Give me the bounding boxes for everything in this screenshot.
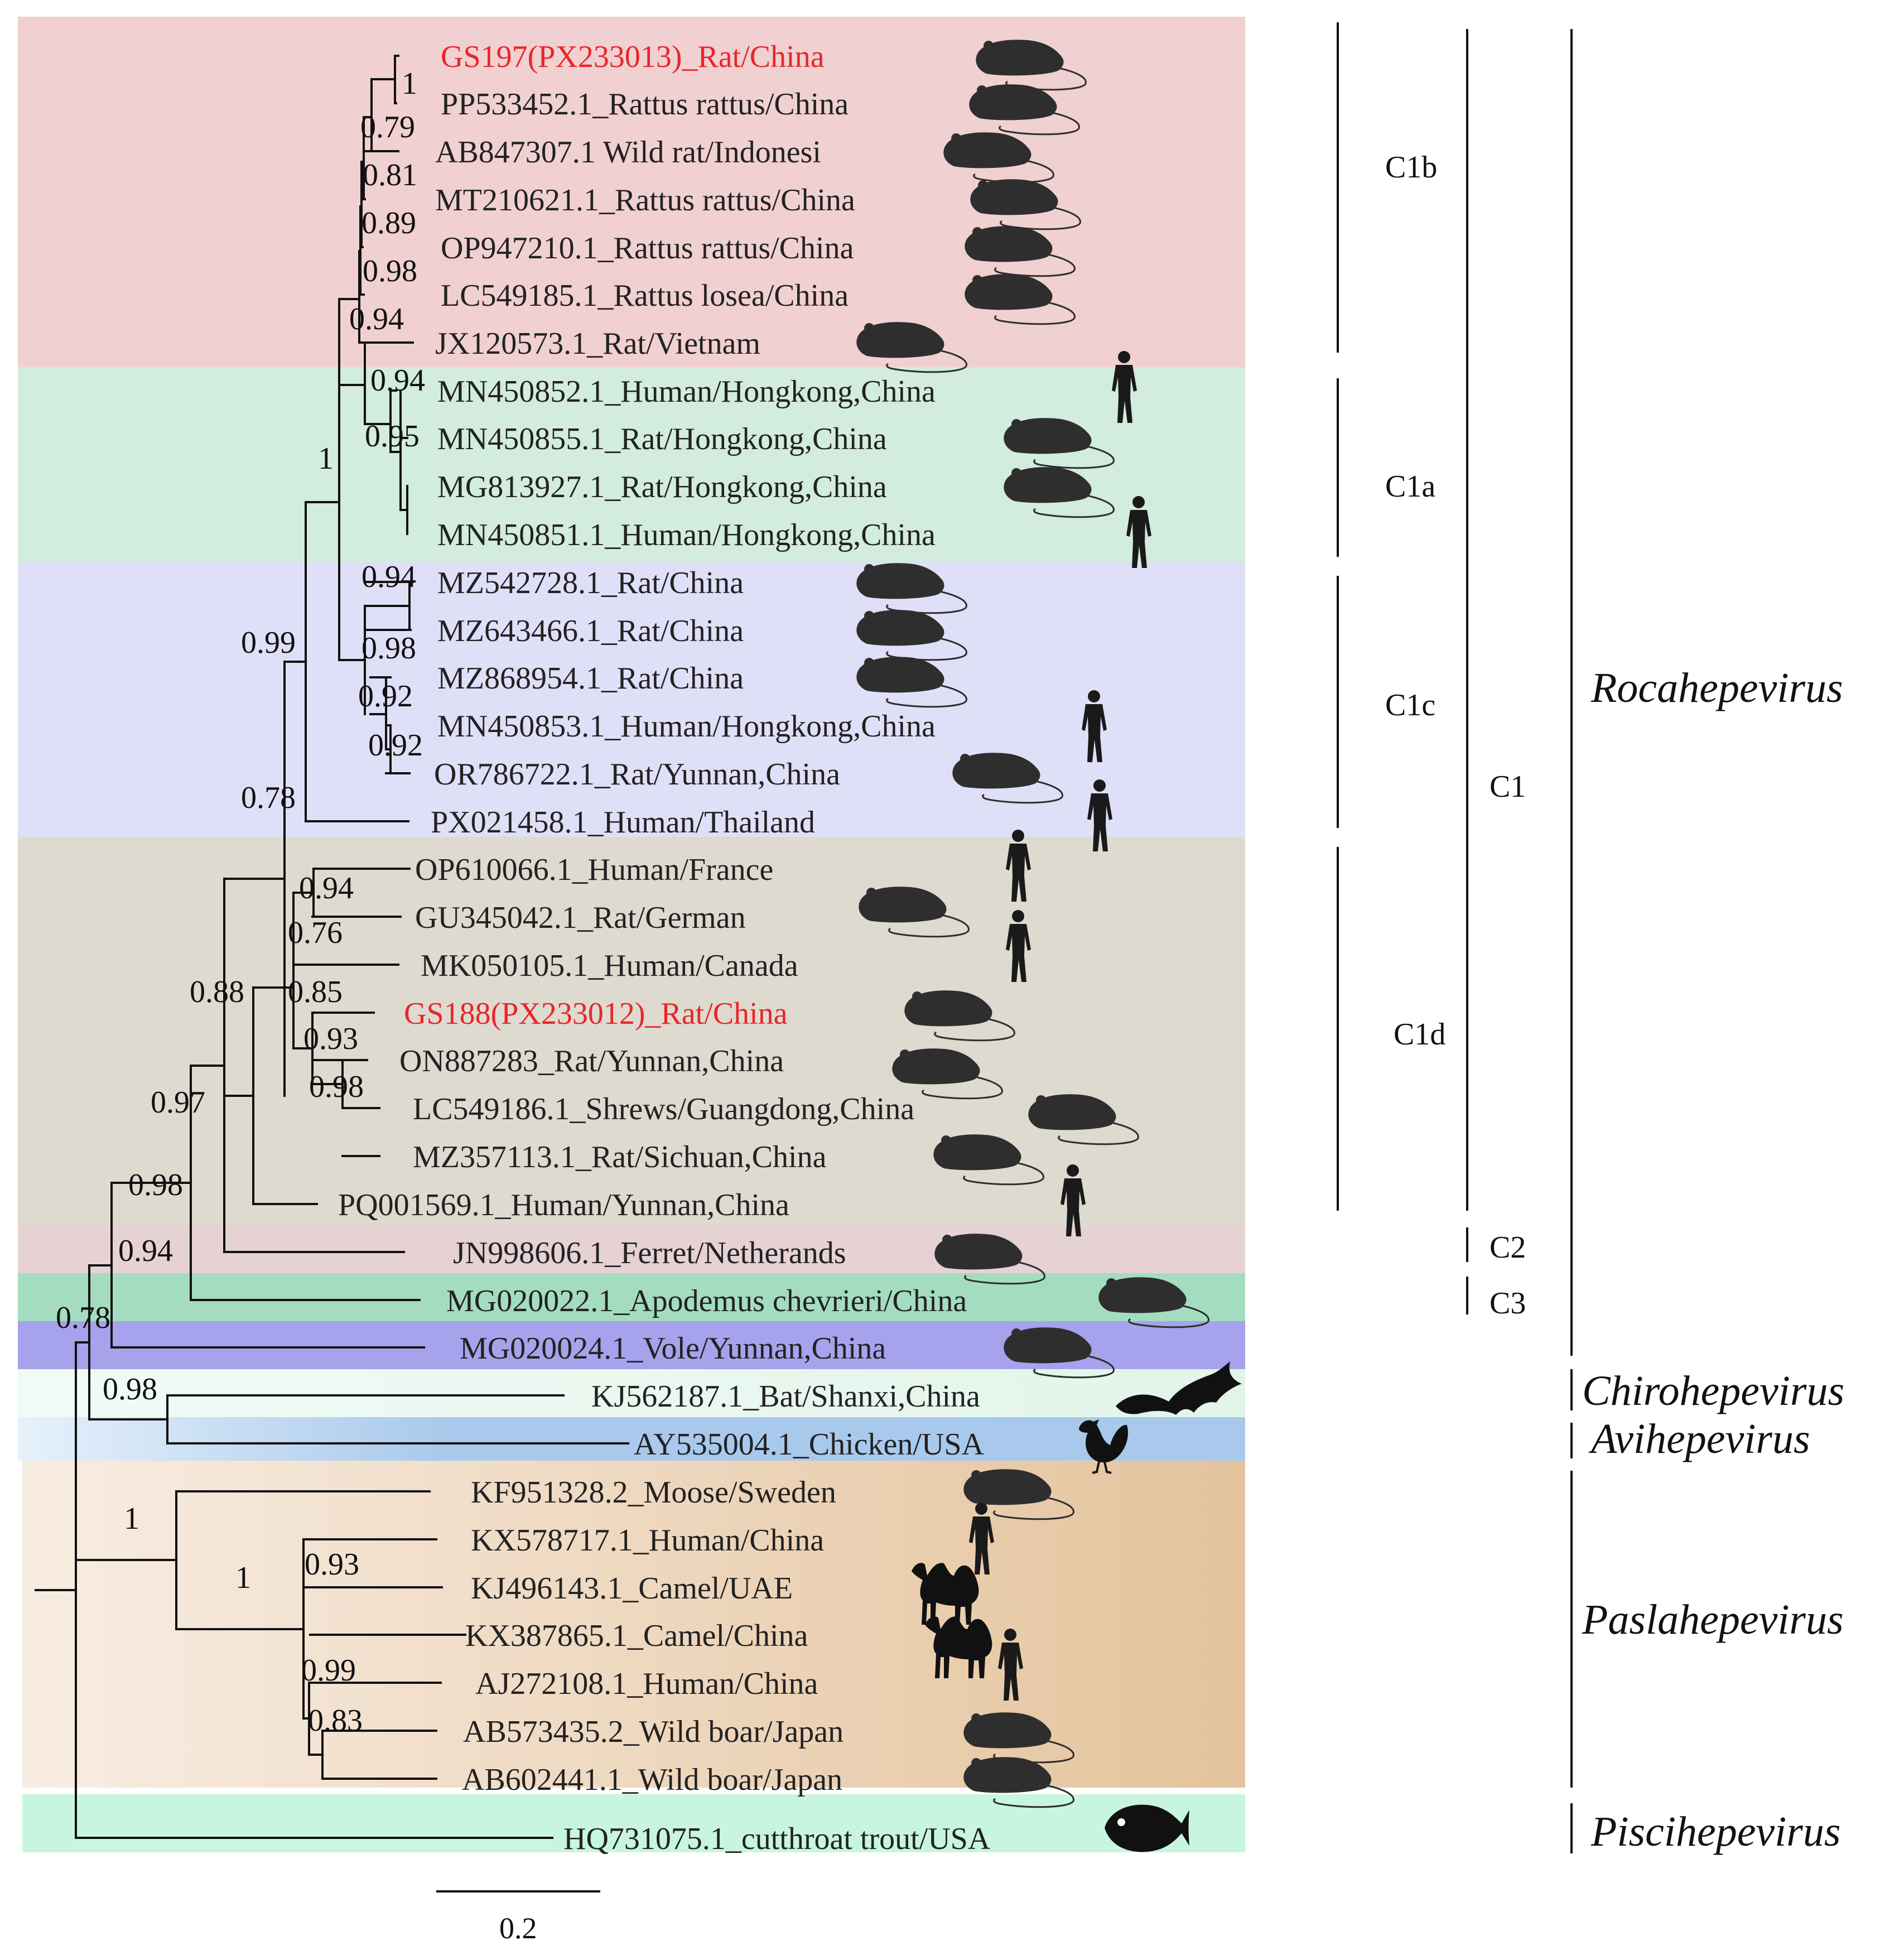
tip-label: MG020022.1_Apodemus chevrieri/China — [446, 1284, 967, 1318]
support-value: 0.98 — [361, 631, 416, 666]
support-value: 0.83 — [308, 1703, 363, 1738]
genus-label-chirohepevirus: Chirohepevirus — [1582, 1367, 1844, 1414]
support-value: 0.79 — [360, 110, 415, 145]
support-values: 1 0.79 0.81 0.89 0.98 0.94 0.94 0.95 1 0.94 0.98 0.… — [56, 66, 425, 1738]
clade-label-c2: C2 — [1490, 1230, 1526, 1265]
support-value: 0.93 — [305, 1547, 359, 1582]
support-value: 0.76 — [288, 916, 343, 950]
tip-label: GS197(PX233013)_Rat/China — [441, 40, 825, 74]
support-value: 0.93 — [303, 1022, 358, 1056]
tip-label: ON887283_Rat/Yunnan,China — [399, 1044, 784, 1078]
tip-label: MZ357113.1_Rat/Sichuan,China — [413, 1140, 827, 1174]
support-value: 0.94 — [299, 871, 354, 906]
support-value: 0.98 — [309, 1070, 364, 1104]
tip-label: MN450852.1_Human/Hongkong,China — [437, 374, 936, 409]
support-value: 0.94 — [349, 302, 404, 336]
tip-label: GU345042.1_Rat/German — [415, 901, 746, 935]
tip-label: LC549186.1_Shrews/Guangdong,China — [413, 1092, 914, 1126]
support-value: 0.81 — [363, 158, 417, 192]
clade-label-c3: C3 — [1490, 1286, 1526, 1321]
tip-label: JX120573.1_Rat/Vietnam — [435, 326, 760, 361]
support-value: 0.99 — [301, 1653, 356, 1688]
tip-label: MN450853.1_Human/Hongkong,China — [437, 709, 936, 744]
tip-label: HQ731075.1_cutthroat trout/USA — [563, 1822, 991, 1856]
support-value: 0.95 — [365, 419, 420, 454]
support-value: 0.98 — [128, 1168, 183, 1202]
support-value: 0.78 — [241, 781, 296, 815]
support-value: 0.94 — [118, 1234, 173, 1268]
genus-label-piscihepevirus: Piscihepevirus — [1590, 1808, 1840, 1855]
tip-label: MK050105.1_Human/Canada — [421, 948, 798, 983]
genus-label-paslahepevirus: Paslahepevirus — [1582, 1596, 1844, 1643]
tip-label: KX387865.1_Camel/China — [465, 1619, 808, 1653]
support-value: 0.78 — [56, 1301, 110, 1335]
tip-label: KJ496143.1_Camel/UAE — [471, 1571, 793, 1606]
tip-label: PQ001569.1_Human/Yunnan,China — [338, 1188, 789, 1222]
tip-label: PP533452.1_Rattus rattus/China — [441, 87, 849, 122]
scale-bar-label: 0.2 — [499, 1911, 537, 1945]
tip-label: PX021458.1_Human/Thailand — [431, 805, 815, 840]
tip-label: AB602441.1_Wild boar/Japan — [462, 1763, 842, 1797]
support-value: 0.94 — [370, 363, 425, 398]
clade-label-c1d: C1d — [1394, 1017, 1445, 1052]
support-value: 0.99 — [241, 625, 296, 660]
support-value: 1 — [124, 1501, 139, 1536]
tip-label: AY535004.1_Chicken/USA — [634, 1427, 985, 1462]
tip-label: MN450851.1_Human/Hongkong,China — [437, 518, 936, 552]
band-c1d — [18, 837, 1245, 1226]
tip-label: GS188(PX233012)_Rat/China — [404, 996, 788, 1031]
genus-labels: Rocahepevirus Chirohepevirus Avihepeviru… — [1582, 664, 1844, 1855]
tip-label: MZ542728.1_Rat/China — [437, 566, 744, 600]
band-chirohepevirus — [18, 1369, 1245, 1417]
band-c2 — [18, 1226, 1245, 1273]
support-value: 0.92 — [358, 679, 413, 714]
support-value: 1 — [235, 1561, 251, 1595]
support-value: 0.98 — [103, 1372, 157, 1407]
tip-label: MN450855.1_Rat/Hongkong,China — [437, 422, 887, 456]
tip-label: JN998606.1_Ferret/Netherands — [453, 1236, 846, 1270]
support-value: 0.92 — [368, 728, 423, 763]
clade-label-c1a: C1a — [1385, 469, 1435, 504]
tip-label: MG813927.1_Rat/Hongkong,China — [437, 470, 887, 504]
clade-labels: C1b C1a C1c C1d C1 C2 C3 — [1385, 150, 1526, 1321]
support-value: 0.98 — [363, 254, 417, 288]
tip-label: MZ868954.1_Rat/China — [437, 661, 744, 696]
clade-background-bands — [18, 17, 1245, 1852]
support-value: 0.89 — [361, 206, 416, 240]
tip-label: AB847307.1 Wild rat/Indonesi — [435, 135, 821, 170]
clade-brackets — [1337, 22, 1573, 1853]
tip-label: MZ643466.1_Rat/China — [437, 614, 744, 648]
clade-label-c1: C1 — [1490, 769, 1526, 804]
tip-label: KF951328.2_Moose/Sweden — [471, 1475, 836, 1510]
tip-label: AJ272108.1_Human/China — [475, 1667, 818, 1701]
genus-label-rocahepevirus: Rocahepevirus — [1590, 664, 1843, 711]
support-value: 0.88 — [190, 975, 244, 1009]
tip-label: KX578717.1_Human/China — [471, 1523, 824, 1558]
genus-label-avihepevirus: Avihepevirus — [1588, 1415, 1810, 1462]
tip-labels: GS197(PX233013)_Rat/ChinaPP533452.1_Ratt… — [338, 40, 991, 1856]
clade-label-c1b: C1b — [1385, 150, 1437, 185]
tip-label: OR786722.1_Rat/Yunnan,China — [434, 757, 840, 792]
band-piscihepevirus — [22, 1794, 1245, 1852]
tip-label: OP610066.1_Human/France — [415, 853, 773, 887]
support-value: 0.85 — [288, 975, 343, 1009]
band-c1c — [18, 562, 1245, 837]
tip-label: MG020024.1_Vole/Yunnan,China — [460, 1331, 886, 1366]
scale-bar: 0.2 — [436, 1890, 600, 1945]
support-value: 0.97 — [151, 1085, 205, 1120]
tip-label: MT210621.1_Rattus rattus/China — [435, 183, 855, 218]
tip-label: OP947210.1_Rattus rattus/China — [441, 231, 854, 266]
tip-label: LC549185.1_Rattus losea/China — [441, 278, 849, 313]
tip-label: AB573435.2_Wild boar/Japan — [463, 1715, 843, 1749]
clade-label-c1c: C1c — [1385, 688, 1435, 723]
tip-label: KJ562187.1_Bat/Shanxi,China — [591, 1379, 980, 1414]
support-value: 0.94 — [361, 560, 416, 594]
support-value: 1 — [402, 66, 417, 101]
tree-branches — [35, 55, 629, 1839]
support-value: 1 — [318, 441, 334, 476]
band-avihepevirus — [18, 1417, 1245, 1461]
